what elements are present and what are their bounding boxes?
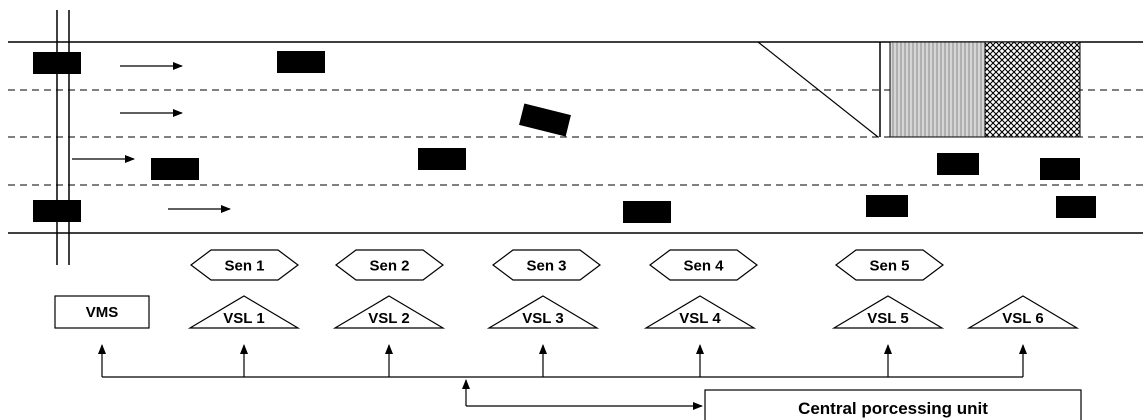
vsl-label: VSL 2 [368,310,409,327]
vehicle [151,158,199,180]
vehicle [277,51,325,73]
communication-links [98,344,1027,410]
vsl-triangle [643,295,757,329]
central-processing-unit: Central porcessing unit [704,389,1082,420]
sensor-label: Sen 3 [526,258,566,275]
vsl-triangle [187,295,301,329]
sensors: Sen 1 Sen 2 Sen 3 Sen 4 Sen 5 [190,249,944,281]
sensor-hexagon [190,249,299,281]
cpu-label: Central porcessing unit [798,399,988,418]
lane-closure [757,41,1081,138]
vsl-sign-2: VSL 2 [332,295,446,329]
vms-sign: VMS [54,295,150,329]
vsl-label: VSL 3 [522,310,563,327]
sensor-5: Sen 5 [835,249,944,281]
vsl-label: VSL 4 [679,310,721,327]
vehicles [33,51,1096,223]
sensor-1: Sen 1 [190,249,299,281]
vsl-triangle [486,295,600,329]
vsl-triangle [831,295,945,329]
sensor-label: Sen 5 [869,258,909,275]
traffic-direction-arrows [72,62,231,213]
work-zone-buffer [889,41,986,138]
vehicle [1056,196,1096,218]
closure-taper [757,41,879,138]
sensor-2: Sen 2 [335,249,444,281]
vms-box [54,295,150,329]
work-zone-activity [984,41,1081,138]
vsl-sign-1: VSL 1 [187,295,301,329]
vsl-sign-6: VSL 6 [966,295,1080,329]
vsl-label: VSL 5 [867,310,908,327]
vsl-label: VSL 1 [223,310,264,327]
sensor-hexagon [335,249,444,281]
vehicle-changing-lane [519,103,571,137]
sensor-label: Sen 4 [683,258,724,275]
vsl-sign-4: VSL 4 [643,295,757,329]
vsl-label: VSL 6 [1002,310,1043,327]
vsl-sign-5: VSL 5 [831,295,945,329]
vehicle [937,153,979,175]
sensor-hexagon [649,249,758,281]
sensor-label: Sen 1 [224,258,264,275]
vsl-triangle [332,295,446,329]
vsl-triangle [966,295,1080,329]
sensor-label: Sen 2 [369,258,409,275]
sensor-hexagon [835,249,944,281]
vsl-sign-3: VSL 3 [486,295,600,329]
vehicle [866,195,908,217]
vsl-signs: VSL 1 VSL 2 VSL 3 VSL 4 VSL 5 VSL 6 [187,295,1080,329]
vehicle [33,52,81,74]
vehicle [418,148,466,170]
sensor-hexagon [492,249,601,281]
sensor-3: Sen 3 [492,249,601,281]
vehicle [1040,158,1080,180]
vehicle [33,200,81,222]
cpu-box [704,389,1082,420]
vehicle [623,201,671,223]
vms-label: VMS [86,304,119,321]
sensor-4: Sen 4 [649,249,758,281]
